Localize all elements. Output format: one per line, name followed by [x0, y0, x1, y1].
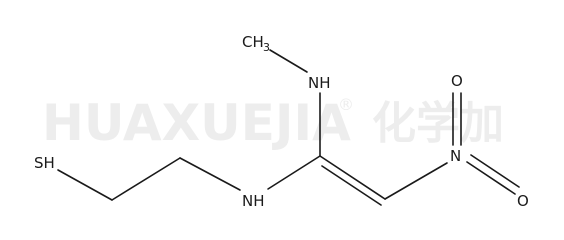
bond-c1-c2-a	[319, 155, 386, 200]
atom-o-bottom: O	[517, 192, 529, 210]
watermark-chinese-text: 化学加	[372, 98, 504, 149]
bond-ch2-ch2	[111, 157, 181, 201]
bond-ch3-nh	[269, 49, 308, 73]
bond-n-o-bottom-b	[470, 154, 520, 188]
bond-c1-c2-b	[321, 165, 382, 206]
bond-c2-n	[384, 162, 448, 200]
atom-ch3: CH	[242, 33, 264, 51]
atom-labels: CH 3 NH NH SH N O O	[34, 33, 529, 210]
atom-nh-top: NH	[308, 74, 331, 92]
atom-o-top: O	[451, 72, 463, 90]
atom-sh: SH	[34, 154, 55, 172]
watermark-registered-mark: ®	[338, 95, 354, 114]
watermark: HUAXUEJIA ® 化学加	[42, 94, 504, 152]
atom-n-nitro: N	[450, 147, 461, 165]
bond-n-o-bottom-a	[466, 161, 516, 195]
bond-nh-ch2	[179, 157, 241, 191]
watermark-text: HUAXUEJIA	[42, 94, 351, 152]
atom-nh-bottom: NH	[242, 192, 265, 210]
bond-ch2-sh	[57, 169, 113, 201]
atom-ch3-subscript: 3	[263, 41, 270, 54]
bonds	[57, 49, 520, 206]
bond-c1-nh	[267, 155, 321, 190]
